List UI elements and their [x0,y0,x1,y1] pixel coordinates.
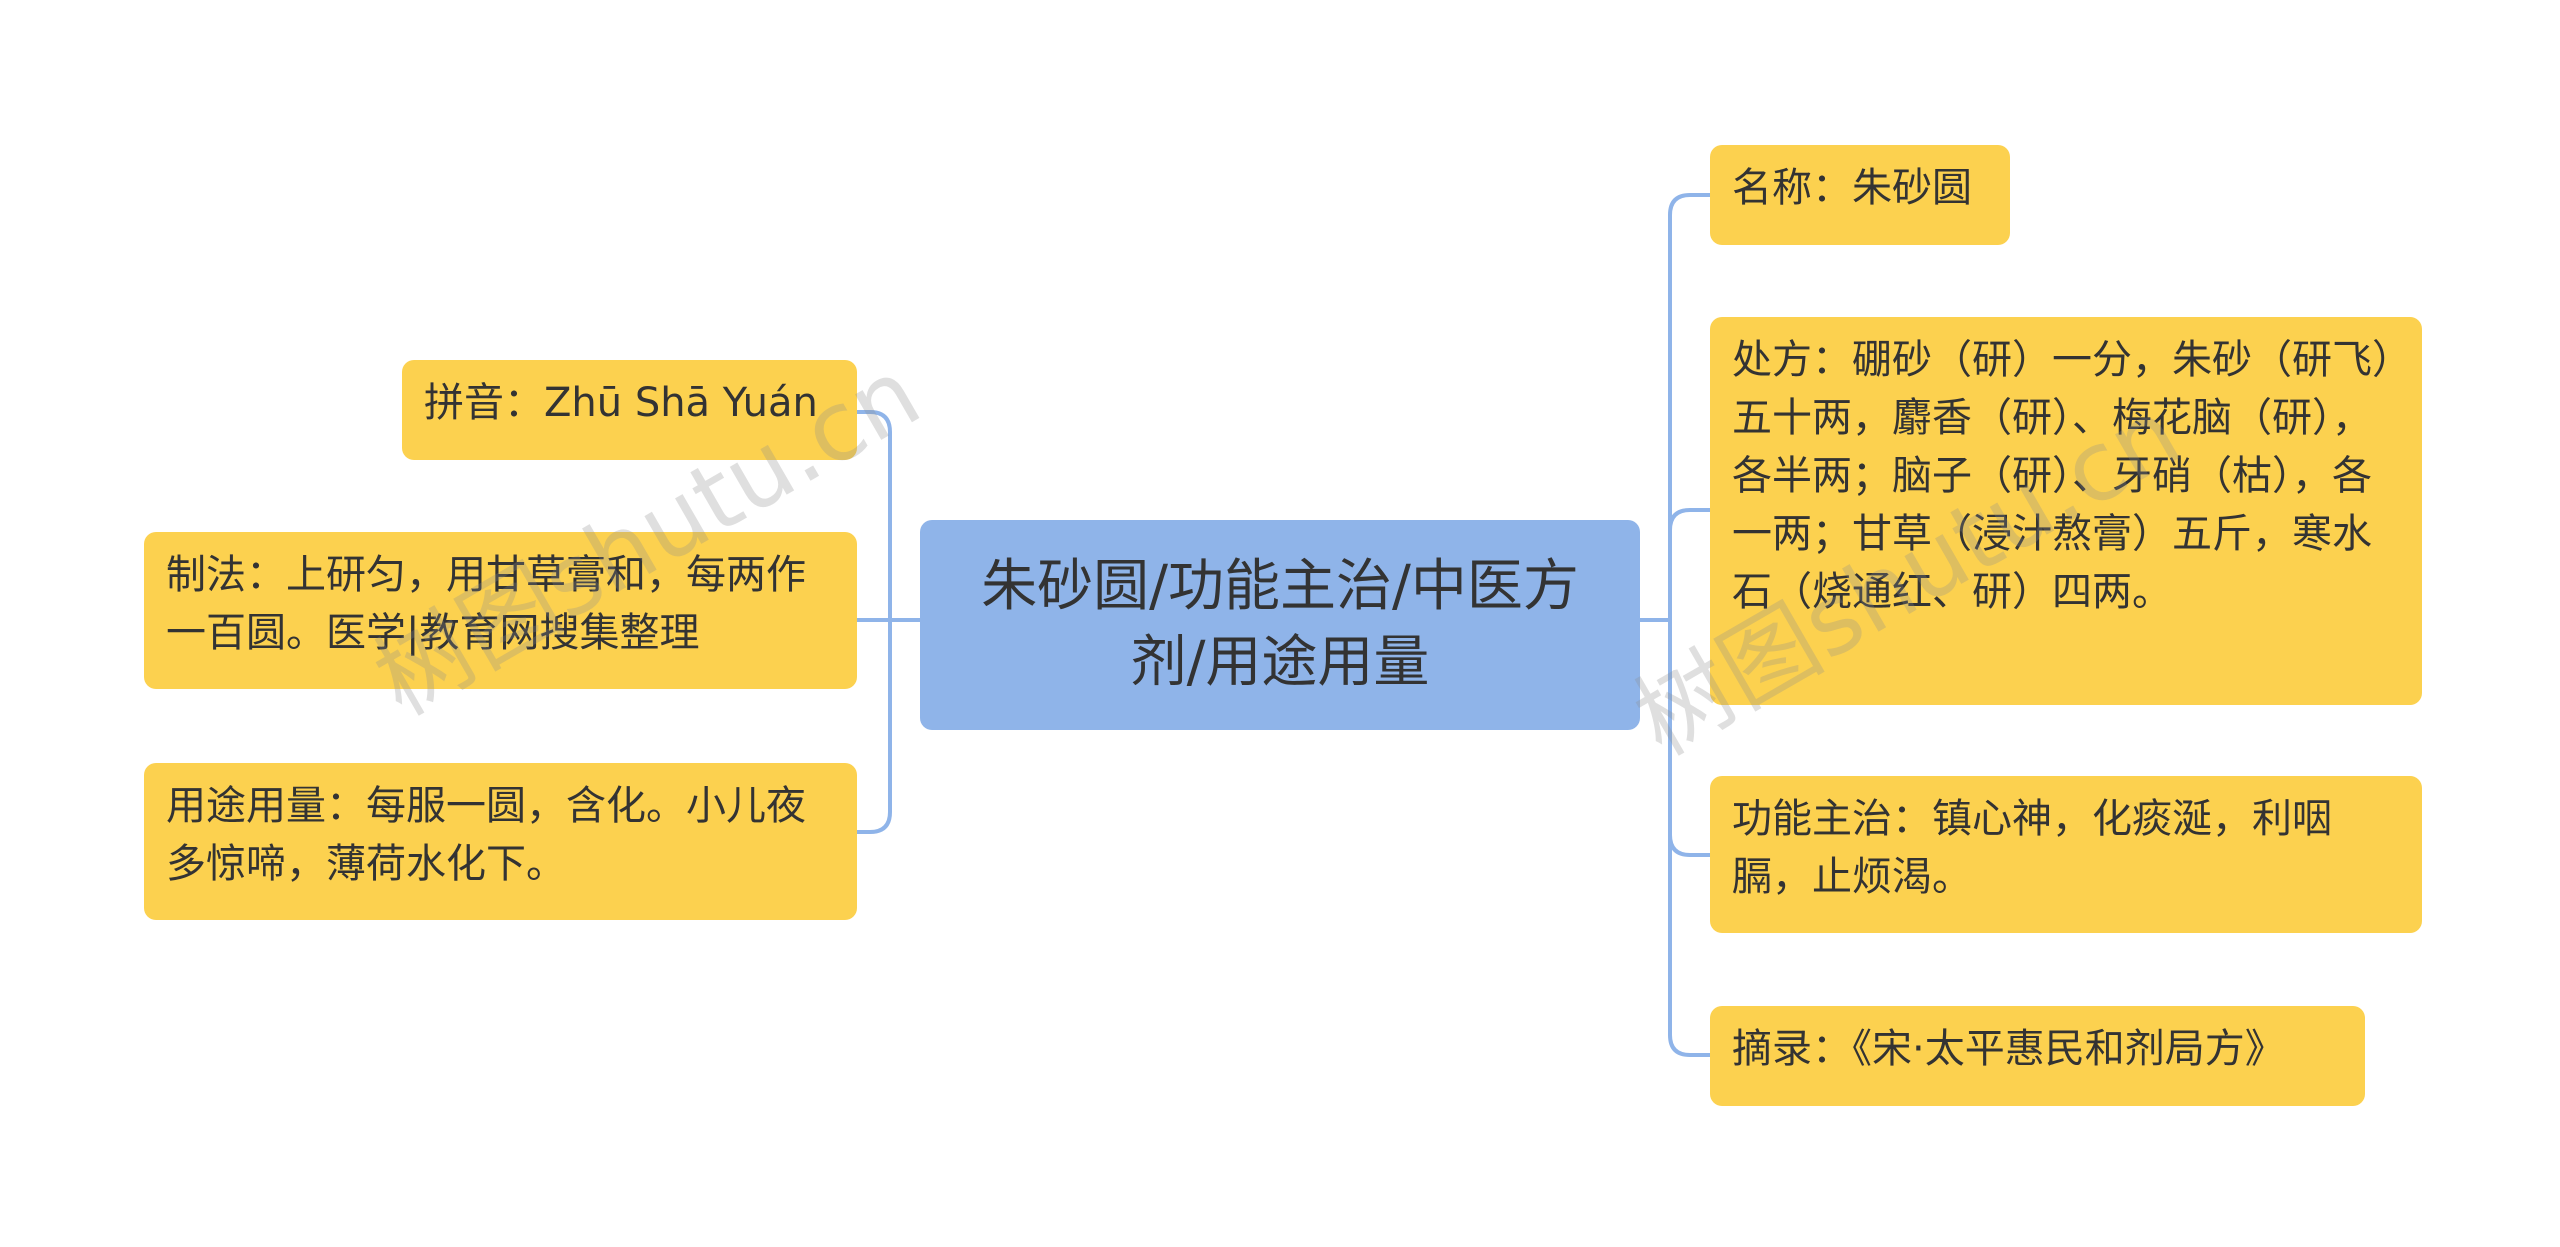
connector-right-source [1668,618,1712,1057]
central-topic-label: 朱砂圆/功能主治/中医方剂/用途用量 [981,554,1579,695]
connector-left-usage [853,618,892,834]
node-usage-dosage[interactable]: 用途用量：每服一圆，含化。小儿夜多惊啼，薄荷水化下。 [144,763,857,920]
node-preparation-label: 制法：上研匀，用甘草膏和，每两作一百圆。医学|教育网搜集整理 [166,552,806,656]
node-usage-dosage-label: 用途用量：每服一圆，含化。小儿夜多惊啼，薄荷水化下。 [166,783,806,887]
node-pinyin-label: 拼音：Zhū Shā Yuán [424,380,818,426]
connector-left-pinyin [853,410,892,622]
node-function-indication-label: 功能主治：镇心神，化痰涎，利咽膈，止烦渴。 [1732,796,2332,900]
node-preparation[interactable]: 制法：上研匀，用甘草膏和，每两作一百圆。医学|教育网搜集整理 [144,532,857,689]
node-function-indication[interactable]: 功能主治：镇心神，化痰涎，利咽膈，止烦渴。 [1710,776,2422,933]
node-name[interactable]: 名称：朱砂圆 [1710,145,2010,245]
central-topic[interactable]: 朱砂圆/功能主治/中医方剂/用途用量 [920,520,1640,730]
node-pinyin[interactable]: 拼音：Zhū Shā Yuán [402,360,857,460]
connector-right-name [1668,193,1712,622]
node-name-label: 名称：朱砂圆 [1732,165,1972,211]
connector-right-function [1668,618,1712,857]
node-source-label: 摘录：《宋·太平惠民和剂局方》 [1732,1026,2285,1072]
connector-right-prescription [1668,508,1712,622]
node-source[interactable]: 摘录：《宋·太平惠民和剂局方》 [1710,1006,2365,1106]
node-prescription[interactable]: 处方：硼砂（研）一分，朱砂（研飞）五十两，麝香（研）、梅花脑（研），各半两；脑子… [1710,317,2422,705]
node-prescription-label: 处方：硼砂（研）一分，朱砂（研飞）五十两，麝香（研）、梅花脑（研），各半两；脑子… [1732,337,2392,615]
